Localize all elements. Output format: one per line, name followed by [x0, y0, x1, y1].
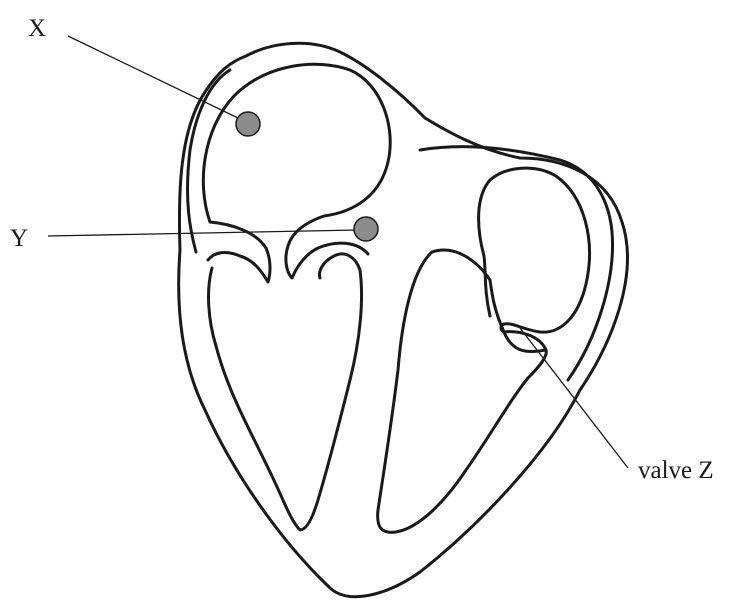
label-y: Y	[10, 225, 28, 252]
node-y	[354, 217, 378, 241]
right-atrium	[203, 64, 390, 282]
label-x: X	[28, 15, 46, 42]
label-valve-z: valve Z	[638, 457, 714, 484]
leader-line-x	[68, 36, 238, 118]
leader-line-y	[48, 230, 358, 236]
left-ventricle	[378, 250, 547, 532]
leader-line-z	[520, 328, 628, 468]
left-atrium	[479, 168, 590, 350]
node-x	[236, 112, 260, 136]
right-ventricle	[209, 254, 362, 530]
